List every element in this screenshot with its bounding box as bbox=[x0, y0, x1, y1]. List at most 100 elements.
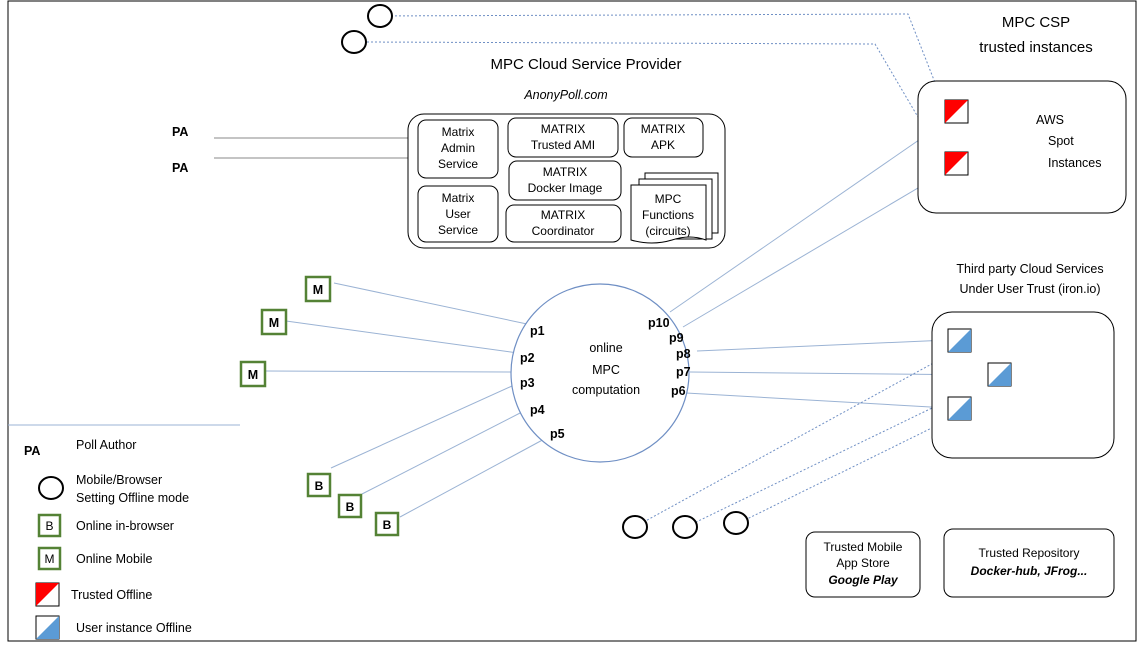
legend-mobile-symbol: M bbox=[45, 552, 55, 566]
party-p4: p4 bbox=[530, 403, 545, 417]
matrix-docker-image-box bbox=[508, 160, 622, 201]
legend-mobile-box bbox=[37, 546, 62, 571]
legend-mobile-label: Online Mobile bbox=[76, 552, 152, 566]
link-m2 bbox=[285, 320, 519, 354]
browser-client-node bbox=[306, 472, 332, 498]
trusted-offline-icon bbox=[944, 99, 969, 124]
browser-client-label: B bbox=[383, 518, 392, 532]
poll-author-label-2: PA bbox=[172, 161, 188, 175]
doc-front bbox=[630, 184, 707, 244]
store-title-1: Trusted Mobile bbox=[824, 540, 903, 554]
third-party-container bbox=[931, 311, 1115, 459]
computation-line2: MPC bbox=[592, 363, 620, 377]
matrix-apk-line1: MATRIX bbox=[641, 122, 685, 136]
party-p9: p9 bbox=[669, 331, 684, 345]
provider-site: AnonyPoll.com bbox=[523, 88, 607, 102]
trusted-store-box bbox=[805, 531, 921, 598]
legend-offline-circle-icon bbox=[38, 476, 64, 500]
provider-title: MPC Cloud Service Provider bbox=[491, 56, 682, 73]
matrix-user-line2: User bbox=[445, 207, 470, 221]
matrix-docker-line1: MATRIX bbox=[543, 165, 587, 179]
link-b2 bbox=[361, 410, 525, 495]
legend-browser-box bbox=[37, 513, 62, 538]
legend-trusted-offline-icon bbox=[35, 582, 60, 607]
third-party-title-1: Third party Cloud Services bbox=[956, 262, 1103, 276]
mobile-client-label: M bbox=[248, 368, 258, 382]
link-offline-tp-1 bbox=[639, 354, 949, 525]
trusted-offline-icon bbox=[944, 151, 969, 176]
mpc-csp-title-2: trusted instances bbox=[979, 39, 1092, 56]
legend-pa-symbol: PA bbox=[24, 444, 40, 458]
link-b3 bbox=[399, 436, 549, 518]
party-p5: p5 bbox=[550, 427, 565, 441]
matrix-coordinator-line2: Coordinator bbox=[532, 224, 595, 238]
matrix-coordinator-line1: MATRIX bbox=[541, 208, 585, 222]
matrix-admin-service-box bbox=[417, 119, 499, 179]
computation-line3: computation bbox=[572, 383, 640, 397]
aws-line3: Instances bbox=[1048, 156, 1102, 170]
matrix-admin-line2: Admin bbox=[441, 141, 475, 155]
matrix-ami-line1: MATRIX bbox=[541, 122, 585, 136]
mpc-csp-title-1: MPC CSP bbox=[1002, 14, 1070, 31]
mpc-functions-line3: (circuits) bbox=[645, 224, 690, 238]
legend-offline-label-1: Mobile/Browser bbox=[76, 473, 162, 487]
legend-browser-label: Online in-browser bbox=[76, 519, 174, 533]
link-offline-tp-2 bbox=[691, 379, 991, 525]
party-p1: p1 bbox=[530, 324, 545, 338]
repo-name: Docker-hub, JFrog... bbox=[971, 564, 1088, 578]
matrix-apk-line2: APK bbox=[651, 138, 675, 152]
legend-user-instance-label: User instance Offline bbox=[76, 621, 192, 635]
offline-circle-icon bbox=[723, 511, 749, 535]
poll-author-label-1: PA bbox=[172, 125, 188, 139]
link-p10-aws bbox=[669, 121, 946, 313]
link-offline-aws-1 bbox=[366, 13, 946, 109]
matrix-coordinator-box bbox=[505, 204, 622, 243]
matrix-admin-line3: Service bbox=[438, 157, 478, 171]
trusted-repository-box bbox=[943, 528, 1115, 598]
store-title-2: App Store bbox=[836, 556, 890, 570]
offline-circle-icon bbox=[672, 515, 698, 539]
mobile-client-node bbox=[239, 360, 267, 388]
matrix-user-line3: Service bbox=[438, 223, 478, 237]
mpc-computation-circle bbox=[510, 283, 690, 463]
matrix-ami-line2: Trusted AMI bbox=[531, 138, 595, 152]
party-p6: p6 bbox=[671, 384, 686, 398]
user-instance-offline-icon bbox=[987, 362, 1012, 387]
matrix-admin-line1: Matrix bbox=[442, 125, 475, 139]
store-name: Google Play bbox=[828, 573, 899, 587]
mobile-client-node bbox=[304, 275, 332, 303]
link-offline-tp-3 bbox=[744, 419, 949, 521]
aws-line2: Spot bbox=[1048, 134, 1074, 148]
legend-offline-label-2: Setting Offline mode bbox=[76, 491, 189, 505]
mobile-client-label: M bbox=[313, 283, 323, 297]
mobile-client-label: M bbox=[269, 316, 279, 330]
outer-frame bbox=[7, 0, 1137, 642]
matrix-trusted-ami-box bbox=[507, 117, 619, 158]
third-party-title-2: Under User Trust (iron.io) bbox=[959, 282, 1100, 296]
matrix-user-line1: Matrix bbox=[442, 191, 475, 205]
legend-pa-label: Poll Author bbox=[76, 438, 136, 452]
user-instance-offline-icon bbox=[947, 328, 972, 353]
computation-line1: online bbox=[589, 341, 622, 355]
browser-client-label: B bbox=[346, 500, 355, 514]
matrix-docker-line2: Docker Image bbox=[528, 181, 603, 195]
legend-user-instance-icon bbox=[35, 615, 60, 640]
party-p3: p3 bbox=[520, 376, 535, 390]
link-b1 bbox=[330, 385, 513, 469]
matrix-apk-box bbox=[623, 117, 704, 158]
legend-trusted-offline-label: Trusted Offline bbox=[71, 588, 152, 602]
mobile-client-node bbox=[260, 308, 288, 336]
link-p6-tp bbox=[685, 392, 949, 409]
mpc-functions-documents bbox=[630, 172, 719, 244]
legend-browser-symbol: B bbox=[45, 519, 53, 533]
repo-title: Trusted Repository bbox=[979, 546, 1080, 560]
party-p8: p8 bbox=[676, 347, 691, 361]
offline-circle-icon bbox=[367, 4, 393, 28]
link-p9-aws bbox=[682, 171, 946, 328]
legend: PA Poll Author Mobile/Browser Setting Of… bbox=[24, 438, 192, 640]
mpc-functions-line2: Functions bbox=[642, 208, 694, 222]
offline-circle-icon bbox=[341, 30, 367, 54]
party-p10: p10 bbox=[648, 316, 670, 330]
